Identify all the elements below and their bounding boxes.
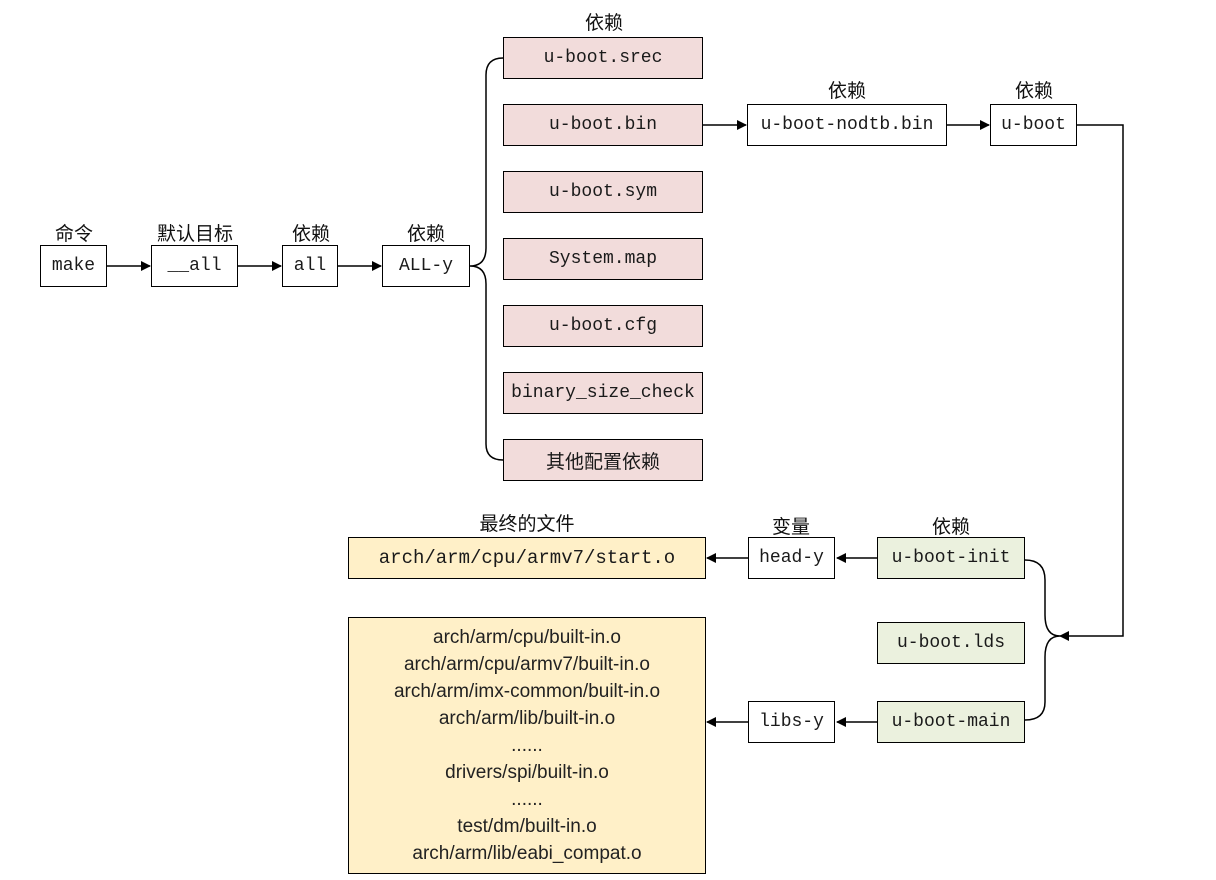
node-u-boot: u-boot <box>990 104 1077 146</box>
lib-file: arch/arm/cpu/built-in.o <box>433 627 621 648</box>
lib-file-ellipsis: ...... <box>511 789 543 810</box>
node-system-map: System.map <box>503 238 703 280</box>
label-default-target: 默认目标 <box>156 223 234 245</box>
node-u-boot-bin: u-boot.bin <box>503 104 703 146</box>
node-other-config-deps: 其他配置依赖 <box>503 439 703 481</box>
node-u-boot-nodtb-bin: u-boot-nodtb.bin <box>747 104 947 146</box>
arrow-uboot-to-deps <box>1059 124 1124 641</box>
lib-file: arch/arm/lib/built-in.o <box>438 708 616 729</box>
node-u-boot-srec: u-boot.srec <box>503 37 703 79</box>
node-head-y: head-y <box>748 537 835 579</box>
brace-uboot-deps <box>1024 559 1061 721</box>
node-start-o: arch/arm/cpu/armv7/start.o <box>348 537 706 579</box>
node-binary-size-check: binary_size_check <box>503 372 703 414</box>
node-u-boot-sym: u-boot.sym <box>503 171 703 213</box>
label-final-files: 最终的文件 <box>479 513 575 535</box>
node-u-boot-main: u-boot-main <box>877 701 1025 743</box>
label-depends: 依赖 <box>406 223 446 245</box>
label-depends: 依赖 <box>584 12 624 34</box>
lib-file: arch/arm/cpu/armv7/built-in.o <box>403 654 651 675</box>
lib-file: test/dm/built-in.o <box>457 816 597 837</box>
label-depends: 依赖 <box>827 80 867 102</box>
node-all: all <box>282 245 338 287</box>
node-libs-y: libs-y <box>748 701 835 743</box>
label-depends: 依赖 <box>931 516 971 538</box>
label-command: 命令 <box>54 223 94 245</box>
node-u-boot-lds: u-boot.lds <box>877 622 1025 664</box>
brace-all-y-deps <box>469 57 504 461</box>
node-all-default: __all <box>151 245 238 287</box>
lib-file: arch/arm/lib/eabi_compat.o <box>412 843 642 864</box>
node-u-boot-init: u-boot-init <box>877 537 1025 579</box>
lib-file: arch/arm/imx-common/built-in.o <box>393 681 661 702</box>
node-all-y: ALL-y <box>382 245 470 287</box>
node-make: make <box>40 245 107 287</box>
node-u-boot-cfg: u-boot.cfg <box>503 305 703 347</box>
lib-files-box: arch/arm/cpu/built-in.o arch/arm/cpu/arm… <box>348 617 706 874</box>
label-depends: 依赖 <box>1014 80 1054 102</box>
lib-file: drivers/spi/built-in.o <box>445 762 609 783</box>
label-variable: 变量 <box>771 516 811 538</box>
label-depends: 依赖 <box>291 223 331 245</box>
lib-file-ellipsis: ...... <box>511 735 543 756</box>
